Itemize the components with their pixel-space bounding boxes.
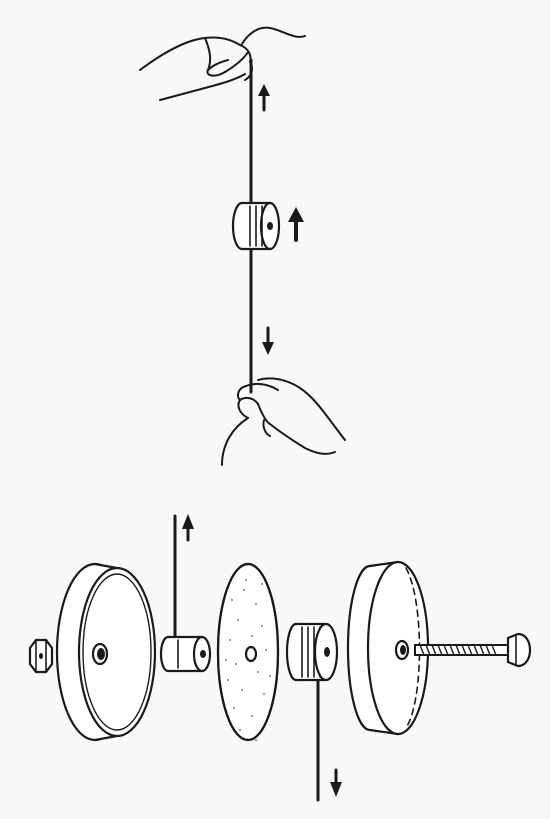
top-panel	[139, 26, 346, 466]
small-spool	[159, 635, 212, 673]
right-wheel	[346, 560, 430, 736]
string-down	[316, 658, 342, 802]
hex-nut	[28, 638, 54, 674]
upper-hand	[139, 26, 306, 101]
bolt	[414, 632, 532, 668]
up-arrow	[258, 84, 270, 112]
center-disc	[216, 562, 280, 742]
grooved-spool	[285, 622, 339, 682]
spool	[231, 201, 281, 251]
string-up	[173, 514, 194, 650]
left-wheel	[55, 562, 157, 742]
spool-up-arrow	[288, 207, 304, 242]
down-arrow	[262, 326, 274, 355]
lower-hand	[221, 377, 346, 466]
bottom-panel	[28, 514, 532, 802]
